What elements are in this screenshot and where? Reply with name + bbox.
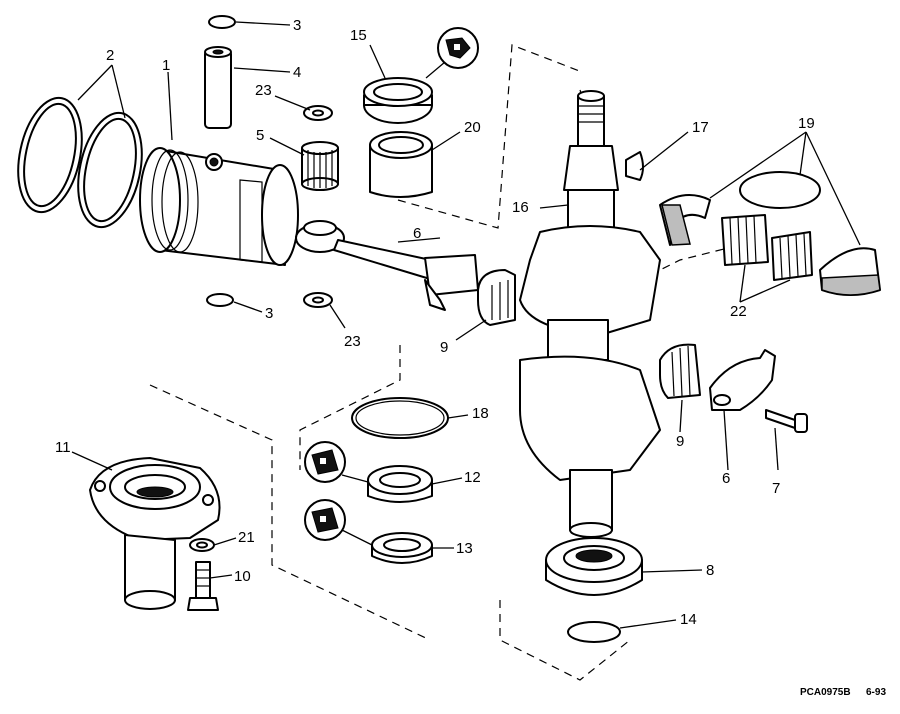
wrist-pin-needle-bearing: [301, 141, 339, 191]
callout-18: 18: [472, 405, 489, 422]
callout-10: 10: [234, 568, 251, 585]
center-main-bearing-half-top: [659, 194, 711, 246]
callout-12: 12: [464, 469, 481, 486]
piston-rings: [17, 96, 143, 229]
callout-6-rod: 6: [413, 225, 421, 242]
housing-screw: [187, 561, 219, 611]
retaining-ring-top: [208, 15, 236, 29]
callout-19: 19: [798, 115, 815, 132]
callout-13: 13: [456, 540, 473, 557]
callout-8: 8: [706, 562, 714, 579]
callout-20: 20: [464, 119, 481, 136]
callout-3-bottom: 3: [265, 305, 273, 322]
callout-17: 17: [692, 119, 709, 136]
housing-washer: [189, 538, 215, 552]
callout-22: 22: [730, 303, 747, 320]
sealant-tube-icon-lower: [304, 499, 346, 541]
callout-23-top: 23: [255, 82, 272, 99]
lower-seal-outer: [367, 465, 433, 503]
leader-lines: [71, 21, 861, 629]
piston-pin: [204, 46, 232, 129]
main-needle-bearing-left: [721, 214, 769, 266]
lower-bearing-housing: [89, 457, 221, 610]
sealant-tube-icon: [437, 27, 479, 69]
connecting-rod-cap: [709, 349, 776, 411]
date-code: 6-93: [866, 687, 886, 698]
callout-6-cap: 6: [722, 470, 730, 487]
callout-16: 16: [512, 199, 529, 216]
rod-needle-bearing-half-left: [477, 269, 516, 326]
thrust-washer-bottom: [303, 292, 333, 308]
callout-21: 21: [238, 529, 255, 546]
callout-1: 1: [162, 57, 170, 74]
callout-2: 2: [106, 47, 114, 64]
callout-11: 11: [55, 439, 71, 456]
lower-ball-bearing: [545, 537, 643, 596]
main-bearing-retaining-ring: [739, 171, 821, 209]
callout-9-left: 9: [440, 339, 448, 356]
callout-23-bottom: 23: [344, 333, 361, 350]
callout-4: 4: [293, 64, 301, 81]
rod-needle-bearing-half-right: [659, 343, 701, 399]
retaining-ring-bottom: [206, 293, 234, 307]
callout-14: 14: [680, 611, 697, 628]
crankshaft: [519, 90, 661, 538]
part-code: PCA0975B: [800, 687, 851, 698]
rod-cap-screw: [765, 409, 808, 433]
callout-9-right: 9: [676, 433, 684, 450]
lower-seal-inner: [371, 532, 433, 564]
callout-15: 15: [350, 27, 367, 44]
callout-3-top: 3: [293, 17, 301, 34]
center-main-bearing-half-bottom: [819, 247, 881, 296]
upper-seal: [363, 77, 433, 124]
thrust-washer-top: [303, 105, 333, 121]
woodruff-key: [625, 151, 644, 181]
callout-5: 5: [256, 127, 264, 144]
callout-labels: 1 2 3 4 23 5 3 23 15 20 6 16 17 19 22 9 …: [55, 17, 815, 628]
o-ring: [351, 397, 449, 439]
piston: [139, 147, 299, 266]
main-needle-bearing-right: [771, 231, 813, 281]
callout-7: 7: [772, 480, 780, 497]
grease-gun-icon: [304, 441, 346, 483]
lower-retaining-ring: [567, 621, 621, 643]
upper-bearing-sleeve: [369, 131, 433, 198]
